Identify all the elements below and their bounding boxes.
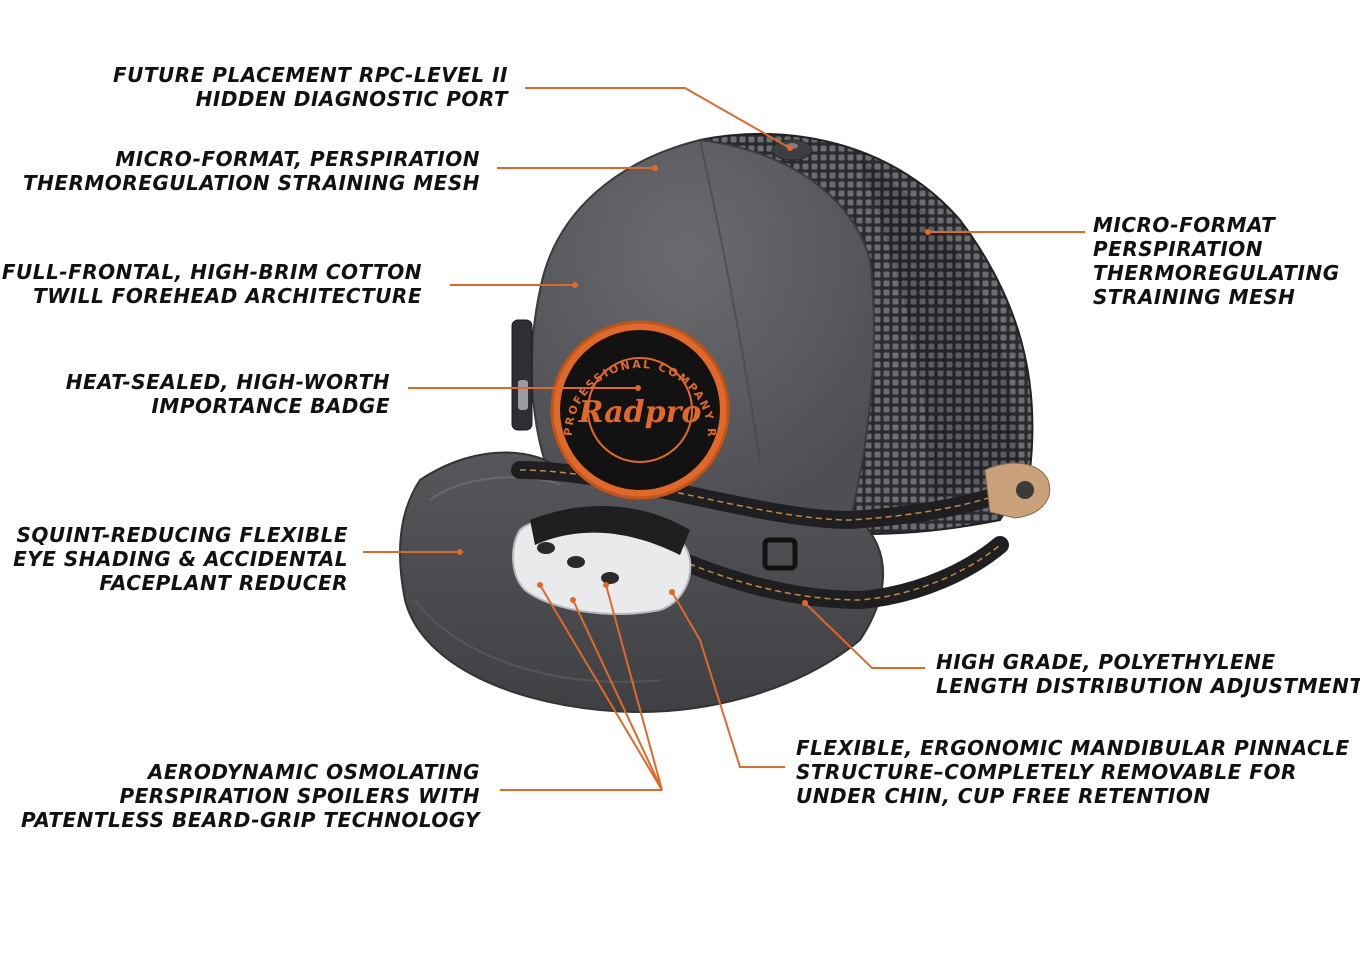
callout-line: THERMOREGULATION STRAINING MESH <box>22 171 480 195</box>
callout-line: PERSPIRATION SPOILERS WITH <box>119 784 480 808</box>
callout-line: THERMOREGULATING <box>1093 261 1340 285</box>
callout-mesh-right: MICRO-FORMAT PERSPIRATION THERMOREGULATI… <box>1093 213 1340 309</box>
callout-line: HEAT-SEALED, HIGH-WORTH <box>65 370 390 394</box>
callout-diagnostic-port: FUTURE PLACEMENT RPC-LEVEL II HIDDEN DIA… <box>113 63 508 111</box>
leader-adjustment <box>804 602 925 669</box>
callout-line: UNDER CHIN, CUP FREE RETENTION <box>796 784 1211 808</box>
callout-line: STRUCTURE–COMPLETELY REMOVABLE FOR <box>796 760 1297 784</box>
callout-line: PERSPIRATION <box>1093 237 1264 261</box>
badge-brand: Radpro <box>578 395 702 430</box>
callout-line: IMPORTANCE BADGE <box>151 394 390 418</box>
callout-line: STRAINING MESH <box>1093 285 1296 309</box>
callout-line: FULL-FRONTAL, HIGH-BRIM COTTON <box>1 260 422 284</box>
callout-line: MICRO-FORMAT <box>1093 213 1276 237</box>
leader-lines <box>363 87 1085 791</box>
callout-spoilers: AERODYNAMIC OSMOLATING PERSPIRATION SPOI… <box>21 760 480 832</box>
left-clip <box>511 319 533 431</box>
callout-line: PATENTLESS BEARD-GRIP TECHNOLOGY <box>20 808 480 832</box>
callout-brim: SQUINT-REDUCING FLEXIBLE EYE SHADING & A… <box>13 523 348 595</box>
callout-line: FACEPLANT REDUCER <box>99 571 348 595</box>
leader-chin <box>671 591 785 768</box>
leader-spoiler-2 <box>572 599 663 791</box>
callout-line: EYE SHADING & ACCIDENTAL <box>13 547 348 571</box>
leader-spoiler-3 <box>605 584 663 791</box>
callout-line: HIGH GRADE, POLYETHYLENE <box>936 650 1276 674</box>
spoiler-slot-3 <box>601 572 619 584</box>
spoiler-slot-1 <box>537 542 555 554</box>
callout-chin: FLEXIBLE, ERGONOMIC MANDIBULAR PINNACLE … <box>796 736 1350 808</box>
callout-line: MICRO-FORMAT, PERSPIRATION <box>115 147 480 171</box>
callout-line: FLEXIBLE, ERGONOMIC MANDIBULAR PINNACLE <box>796 736 1350 760</box>
callout-line: FUTURE PLACEMENT RPC-LEVEL II <box>113 63 508 87</box>
callout-forehead: FULL-FRONTAL, HIGH-BRIM COTTON TWILL FOR… <box>2 260 422 308</box>
leader-spoiler-1 <box>539 584 663 791</box>
leader-diagnostic-port <box>525 87 791 149</box>
callout-line: LENGTH DISTRIBUTION ADJUSTMENT <box>936 674 1360 698</box>
callout-straining-mesh-left: MICRO-FORMAT, PERSPIRATION THERMOREGULAT… <box>23 147 480 195</box>
strap-buckle <box>762 537 798 571</box>
callout-adjustment: HIGH GRADE, POLYETHYLENE LENGTH DISTRIBU… <box>936 650 1360 698</box>
callout-line: SQUINT-REDUCING FLEXIBLE <box>16 523 348 547</box>
callout-line: AERODYNAMIC OSMOLATING <box>147 760 480 784</box>
callout-badge: HEAT-SEALED, HIGH-WORTH IMPORTANCE BADGE <box>66 370 390 418</box>
spoiler-slot-2 <box>567 556 585 568</box>
callout-line: HIDDEN DIAGNOSTIC PORT <box>195 87 508 111</box>
leader-dots <box>457 145 931 606</box>
callout-line: TWILL FOREHEAD ARCHITECTURE <box>33 284 422 308</box>
